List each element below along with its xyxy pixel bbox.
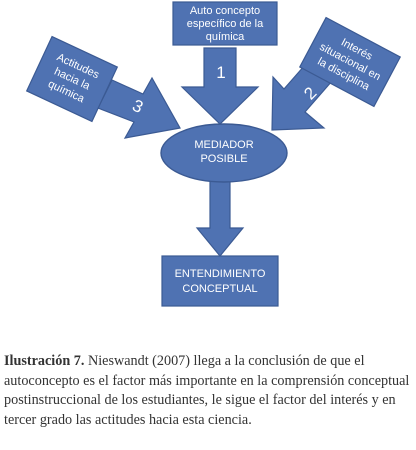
caption-label: Ilustración 7. — [4, 353, 85, 369]
caption-text: Nieswandt (2007) llega a la conclusión d… — [4, 353, 410, 428]
node-entendimiento-line1: ENTENDIMIENTO — [175, 268, 266, 280]
node-mediador-line2: POSIBLE — [200, 153, 247, 165]
influence-diagram: 1 2 3 Auto concepto específico de la quí… — [25, 1, 402, 307]
node-autoconcepto-line3: química — [206, 31, 245, 43]
node-interes: Interés situacional en la disciplina — [298, 16, 402, 108]
node-autoconcepto: Auto concepto específico de la química — [172, 1, 278, 46]
node-actitudes: Actitudes hacia la química — [25, 35, 119, 123]
node-mediador: MEDIADOR POSIBLE — [160, 123, 288, 183]
figure-caption: Ilustración 7. Nieswandt (2007) llega a … — [4, 352, 412, 430]
arrow-1: 1 — [180, 47, 260, 125]
arrow-down — [195, 177, 245, 257]
node-autoconcepto-line1: Auto concepto — [190, 5, 260, 17]
arrow-3: 3 — [97, 76, 181, 139]
node-entendimiento-line2: CONCEPTUAL — [182, 283, 257, 295]
node-mediador-line1: MEDIADOR — [194, 139, 253, 151]
node-entendimiento: ENTENDIMIENTO CONCEPTUAL — [161, 255, 279, 307]
node-autoconcepto-line2: específico de la — [187, 18, 264, 30]
arrow-1-label: 1 — [216, 63, 225, 82]
